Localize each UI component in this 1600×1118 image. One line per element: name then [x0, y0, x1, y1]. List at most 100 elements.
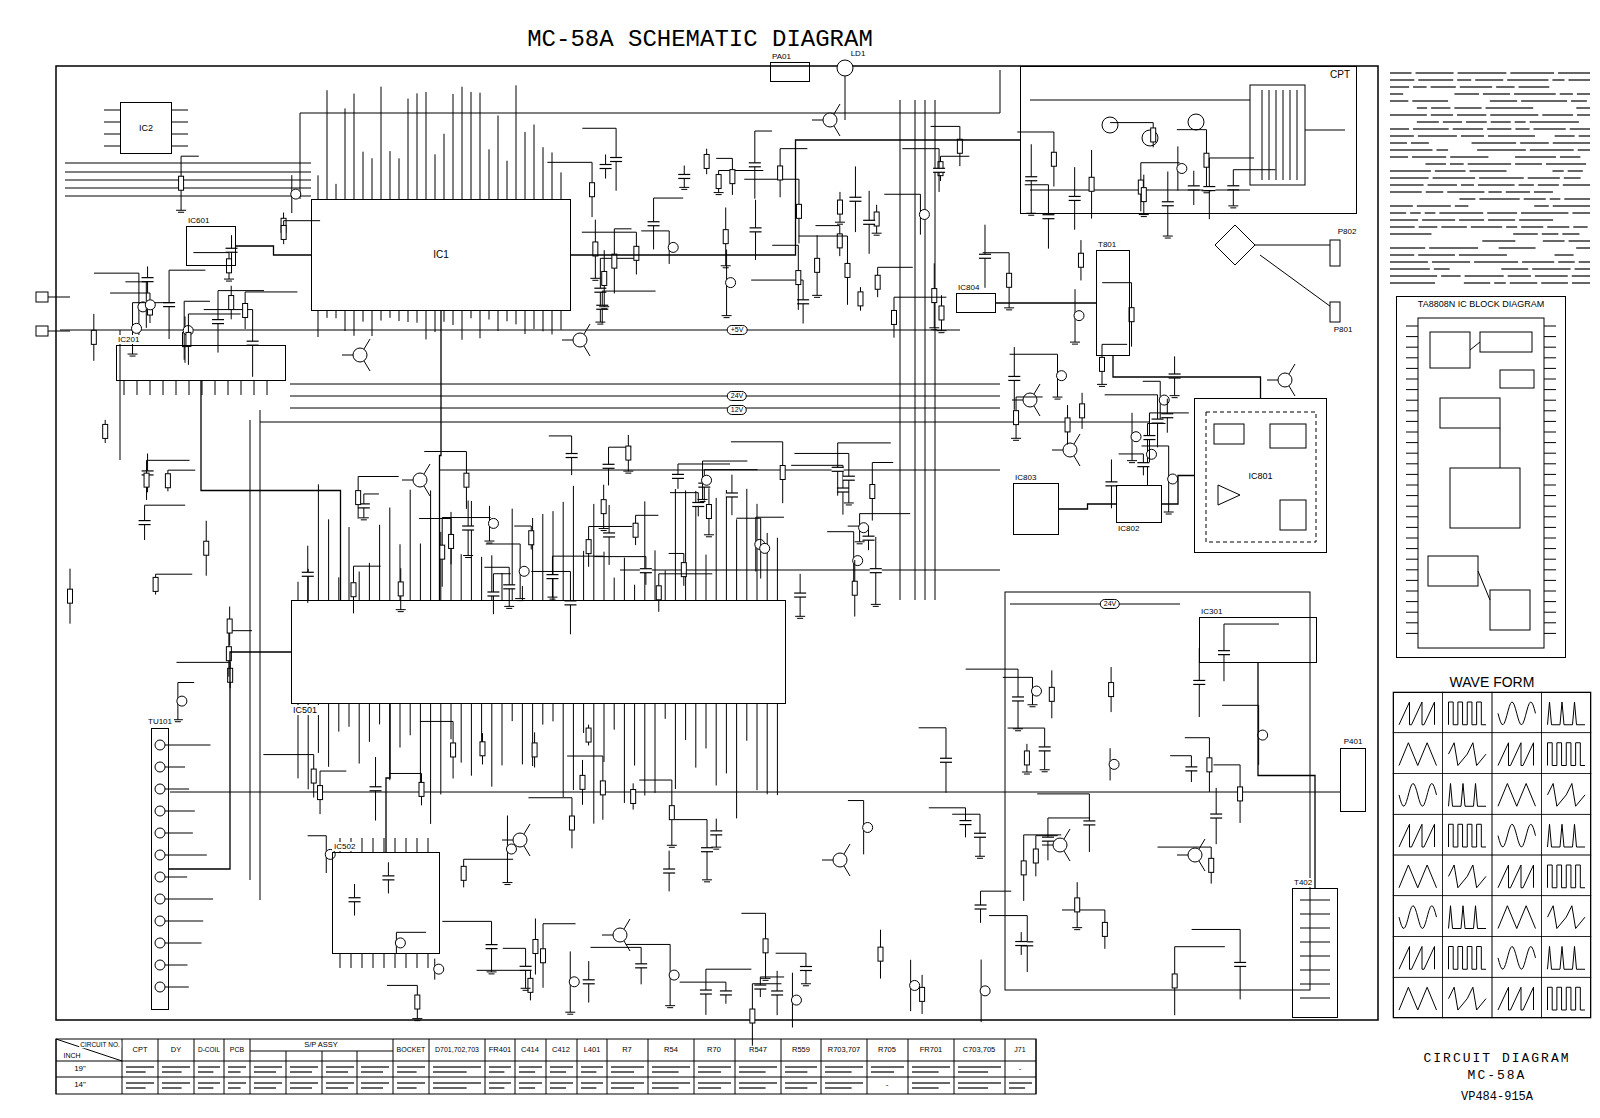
wire	[1024, 834, 1062, 835]
wire	[218, 290, 264, 291]
wire	[176, 662, 230, 663]
pin-wire	[165, 921, 203, 922]
illegible-note-text	[1468, 163, 1511, 165]
capacitor-plate	[462, 525, 474, 526]
resistor-symbol	[1021, 861, 1026, 875]
resistor-symbol	[878, 947, 883, 961]
capacitor-gap	[1227, 186, 1239, 190]
wire	[169, 270, 205, 271]
resistor-symbol	[590, 183, 595, 197]
transistor-symbol	[513, 833, 527, 847]
pin-wire	[435, 154, 436, 199]
capacitor-plate	[960, 820, 972, 821]
illegible-note-text	[1563, 184, 1590, 186]
illegible-note-text	[1486, 107, 1534, 109]
capacitor-gap	[142, 278, 154, 282]
pin-wire	[471, 311, 472, 318]
waveform-cell	[1492, 814, 1542, 855]
waveform-cell	[1492, 774, 1542, 815]
ic-pin	[1406, 538, 1418, 539]
illegible-note-text	[1390, 100, 1408, 102]
ground-symbol	[837, 224, 843, 225]
illegible-part-number	[361, 1066, 389, 1068]
rail-wire	[60, 330, 960, 331]
ic-block: IC803	[1013, 483, 1059, 535]
ground-symbol	[679, 187, 689, 188]
wire	[756, 517, 784, 518]
pin-wire	[176, 381, 177, 395]
pin-wire	[604, 552, 605, 600]
illegible-note-text	[1530, 149, 1574, 151]
capacitor-gap	[701, 848, 713, 852]
illegible-note-text	[1496, 86, 1514, 88]
wire	[486, 543, 520, 544]
capacitor-gap	[933, 168, 945, 172]
capacitor-gap	[564, 601, 576, 605]
ic-internal-block	[1280, 500, 1306, 530]
diode-symbol	[726, 278, 736, 288]
illegible-part-number	[912, 1087, 939, 1089]
capacitor-gap	[1042, 215, 1054, 219]
illegible-note-text	[1390, 149, 1432, 151]
capacitor-plate	[1039, 750, 1051, 751]
pin-wire	[384, 838, 385, 852]
illegible-note-text	[1535, 275, 1568, 277]
part-label: IC501	[291, 705, 319, 715]
pin-wire	[746, 704, 747, 741]
pin-wire	[543, 311, 544, 331]
resistor-symbol	[480, 742, 485, 756]
pin-wire	[767, 704, 768, 794]
capacitor-gap	[1234, 962, 1246, 966]
resistor-symbol	[796, 271, 801, 285]
pin-wire	[373, 954, 374, 968]
transistor-symbol	[1053, 838, 1067, 852]
wire	[1267, 380, 1278, 381]
waveform	[1399, 947, 1435, 970]
ground-symbol	[929, 327, 939, 328]
tuner-pin	[155, 872, 165, 882]
table-cell: J71	[1013, 1046, 1026, 1054]
ic-package	[1418, 318, 1544, 648]
illegible-note-text	[1564, 177, 1581, 179]
waveform	[1498, 784, 1536, 807]
illegible-note-text	[1568, 170, 1583, 172]
table-cell: R559	[791, 1046, 811, 1055]
transistor-symbol	[823, 113, 837, 127]
illegible-note-text	[1390, 79, 1414, 81]
capacitor-gap	[672, 474, 684, 478]
illegible-note-text	[1429, 247, 1478, 249]
resistor-symbol	[1049, 687, 1054, 701]
ic-pin	[1406, 474, 1418, 475]
capacitor-gap	[979, 254, 991, 258]
wire	[1010, 354, 1058, 355]
wire	[641, 230, 669, 231]
capacitor-plate	[960, 824, 972, 825]
pin-wire	[634, 585, 635, 600]
resistor-symbol	[528, 978, 533, 992]
resistor-symbol	[165, 474, 170, 488]
capacitor-plate	[596, 309, 608, 310]
pin-wire	[165, 855, 207, 856]
table-rule	[158, 1039, 159, 1094]
wire	[834, 126, 840, 136]
capacitor-gap	[710, 831, 722, 835]
illegible-part-number	[290, 1082, 318, 1084]
resistor-symbol	[351, 583, 356, 597]
illegible-part-number	[433, 1087, 467, 1089]
illegible-note-text	[1441, 226, 1467, 228]
ic-block: IC502	[332, 852, 440, 954]
resistor-symbol	[586, 540, 591, 554]
wire	[567, 756, 603, 757]
capacitor-plate	[564, 604, 576, 605]
wire	[776, 953, 806, 954]
wire	[1470, 342, 1480, 350]
illegible-note-text	[1472, 142, 1517, 144]
pin-wire	[417, 954, 418, 968]
ic-pin	[1544, 548, 1556, 549]
diode-symbol	[177, 696, 187, 706]
pin-wire	[318, 311, 319, 337]
diode-symbol	[669, 970, 679, 980]
wire	[464, 859, 513, 860]
illegible-part-number	[825, 1066, 863, 1068]
illegible-note-text	[1450, 163, 1464, 165]
